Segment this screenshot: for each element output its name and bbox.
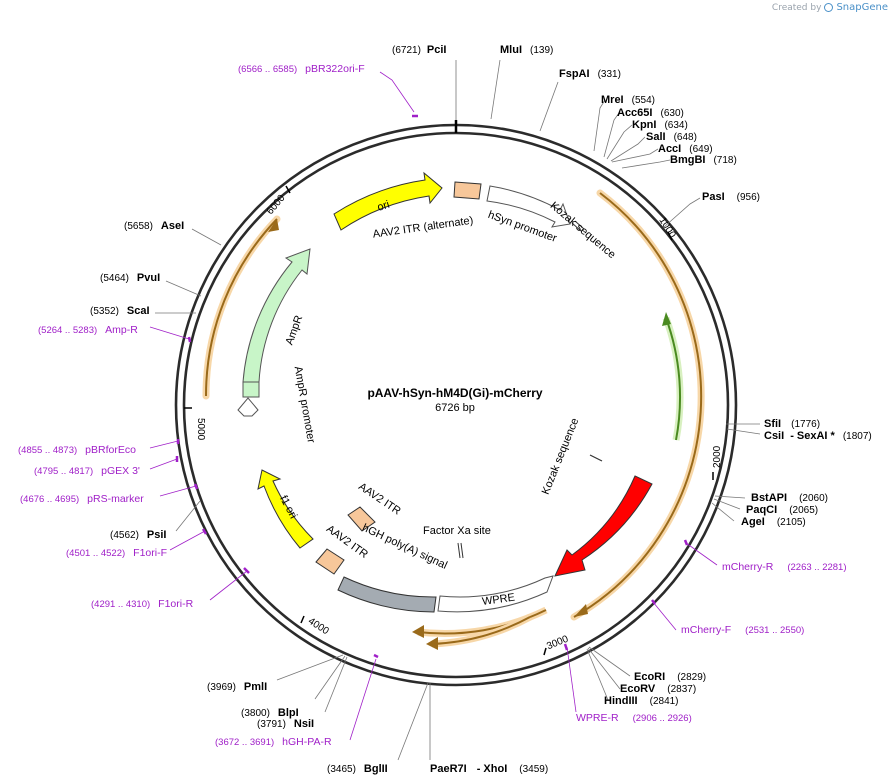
wpre-label: WPRE xyxy=(481,592,515,608)
primer-f1ori-f[interactable]: (4501 .. 4522)F1ori-F xyxy=(66,547,167,559)
enzyme-paqci[interactable]: PaqCI(2065) xyxy=(746,504,818,516)
plasmid-name: pAAV-hSyn-hM4D(Gi)-mCherry xyxy=(367,386,542,400)
primer-mcherry-f[interactable]: mCherry-F(2531 .. 2550) xyxy=(681,624,804,636)
primer-prs-marker[interactable]: (4676 .. 4695)pRS-marker xyxy=(20,493,144,505)
primer-pbrforeco[interactable]: (4855 .. 4873)pBRforEco xyxy=(18,444,136,456)
enzyme-lines xyxy=(155,59,761,761)
primer-mcherry-r[interactable]: mCherry-R(2263 .. 2281) xyxy=(722,561,847,573)
kozak-label-top: Kozak sequence xyxy=(548,200,618,261)
enzyme-ecorv[interactable]: EcoRV(2837) xyxy=(620,683,696,695)
enzyme-pasi[interactable]: PasI(956) xyxy=(702,191,760,203)
ampr-label: AmpR xyxy=(283,314,305,347)
wpre-feature[interactable]: WPRE xyxy=(437,575,554,613)
orange-arc-right xyxy=(570,189,705,621)
enzyme-csii[interactable]: CsiI- SexAI *(1807) xyxy=(764,430,872,442)
ampr-promoter-label: AmpR promoter xyxy=(292,365,317,444)
credit-brand: SnapGene xyxy=(836,2,888,13)
snapgene-credit: Created by SnapGene xyxy=(772,2,888,13)
tick-1000: 1000 xyxy=(656,215,677,240)
orange-arc-left xyxy=(202,215,281,400)
enzyme-pvui[interactable]: (5464)PvuI xyxy=(100,272,160,284)
enzyme-mlui[interactable]: MluI(139) xyxy=(500,44,553,56)
itr-feature-1[interactable]: AAV2 ITR xyxy=(347,481,403,532)
enzyme-pmli[interactable]: (3969)PmlI xyxy=(207,681,267,693)
factor-xa-label: Factor Xa site xyxy=(423,525,491,537)
primer-lines xyxy=(149,71,718,741)
enzyme-mrei[interactable]: MreI(554) xyxy=(601,94,655,106)
itr-alternate-label: AAV2 ITR (alternate) xyxy=(372,215,474,241)
enzyme-blpi[interactable]: (3800)BlpI xyxy=(241,707,299,719)
scale-ticks: 1000 2000 3000 4000 5000 6000 xyxy=(184,185,723,656)
snapgene-logo-icon xyxy=(824,3,834,12)
hsyn-promoter-feature[interactable]: hSyn promoter Kozak sequence xyxy=(486,185,618,261)
kozak-label-mid: Kozak sequence xyxy=(540,416,582,496)
primer-f1ori-r[interactable]: (4291 .. 4310)F1ori-R xyxy=(91,598,194,610)
enzyme-sfii[interactable]: SfiI(1776) xyxy=(764,418,820,430)
primer-labels: (6566 .. 6585)pBR322ori-F mCherry-R(2263… xyxy=(18,63,847,748)
primer-marks xyxy=(175,114,689,659)
green-arc xyxy=(662,312,684,441)
primer-pgex-3[interactable]: (4795 .. 4817)pGEX 3' xyxy=(34,465,140,477)
enzyme-bmgbi[interactable]: BmgBI(718) xyxy=(670,154,737,166)
enzyme-agei[interactable]: AgeI(2105) xyxy=(741,516,806,528)
enzyme-fspai[interactable]: FspAI(331) xyxy=(559,68,621,80)
f1-ori-feature[interactable]: f1 ori xyxy=(257,469,314,549)
ori-feature[interactable]: ori xyxy=(333,171,443,231)
credit-text: Created by xyxy=(771,2,822,13)
enzyme-psii[interactable]: (4562)PsiI xyxy=(110,529,166,541)
kozak-mark-top xyxy=(571,222,582,232)
enzyme-asei[interactable]: (5658)AseI xyxy=(124,220,184,232)
ori-label: ori xyxy=(376,199,391,214)
tick-2000: 2000 xyxy=(712,445,723,468)
primer-wpre-r[interactable]: WPRE-R(2906 .. 2926) xyxy=(576,712,692,724)
enzyme-acci[interactable]: AccI(649) xyxy=(658,143,713,155)
plasmid-size: 6726 bp xyxy=(435,402,475,414)
plasmid-title-block: pAAV-hSyn-hM4D(Gi)-mCherry 6726 bp xyxy=(367,386,542,414)
primer-hgh-pa-r[interactable]: (3672 .. 3691)hGH-PA-R xyxy=(215,736,332,748)
enzyme-acc65i[interactable]: Acc65I(630) xyxy=(617,107,684,119)
enzyme-hindiii[interactable]: HindIII(2841) xyxy=(604,695,679,707)
enzyme-nsii[interactable]: (3791)NsiI xyxy=(257,718,314,730)
enzyme-sali[interactable]: SalI(648) xyxy=(646,131,697,143)
enzyme-labels: (6721)PciI MluI(139) FspAI(331) MreI(554… xyxy=(90,44,872,775)
enzyme-bglii[interactable]: (3465)BglII xyxy=(327,763,388,775)
primer-amp-r[interactable]: (5264 .. 5283)Amp-R xyxy=(38,324,138,336)
backbone xyxy=(174,120,738,687)
factor-xa-feature[interactable]: Factor Xa site xyxy=(423,525,491,559)
kozak-mid-feature[interactable]: Kozak sequence xyxy=(540,416,603,496)
enzyme-kpni[interactable]: KpnI(634) xyxy=(632,119,688,131)
orange-arc-bottom xyxy=(412,606,548,650)
enzyme-ecori[interactable]: EcoRI(2829) xyxy=(634,671,706,683)
enzyme-pcii[interactable]: (6721)PciI xyxy=(392,44,446,56)
enzyme-bstapi[interactable]: BstAPI(2060) xyxy=(751,492,828,504)
tick-5000: 5000 xyxy=(195,418,206,441)
primer-pbr322ori-f[interactable]: (6566 .. 6585)pBR322ori-F xyxy=(238,63,365,75)
enzyme-scai[interactable]: (5352)ScaI xyxy=(90,305,150,317)
enzyme-paer7i[interactable]: PaeR7I- XhoI(3459) xyxy=(430,763,548,775)
